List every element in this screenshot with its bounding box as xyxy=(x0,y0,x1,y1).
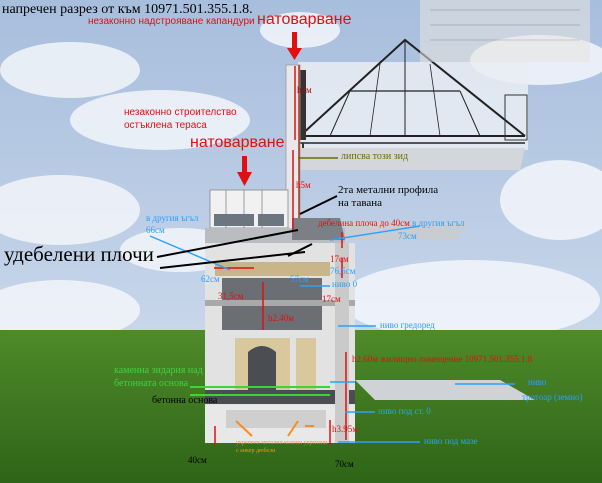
roof-blueprint-sketch xyxy=(298,38,528,160)
d17b-label: 17см xyxy=(322,294,341,304)
stone-masonry-text: каменна зидария над бетонната основа xyxy=(114,365,203,389)
d76-label: 76,5см xyxy=(330,266,356,276)
h240-label: h2.40м xyxy=(268,313,294,323)
upper-slab-right xyxy=(298,148,525,170)
d73-label: 73см xyxy=(398,231,417,241)
h2m-label: h2м xyxy=(297,85,312,95)
pointer-lines-black xyxy=(156,195,338,269)
level0-label: ниво 0 xyxy=(332,279,358,289)
d70-label: 70см xyxy=(335,459,354,469)
h5m-label: h5м xyxy=(296,180,311,190)
level-lines-blue xyxy=(149,225,515,443)
illegal-terrace-label: незаконно строителство остъклена тераса xyxy=(124,107,244,132)
blueprint-paper xyxy=(420,0,590,62)
level-sidewalk-a-label: ниво xyxy=(528,377,547,387)
level-ground-floor-label: ниво гредоред xyxy=(380,320,435,330)
thick-plates-label: удебелени плочи xyxy=(4,242,154,266)
level-under-mase-label: ниво под мазе xyxy=(424,436,478,446)
corner-left-text: в другия ъгъл 66см xyxy=(146,213,199,235)
illegal-terrace-text: незаконно строителство остъклена тераса xyxy=(124,107,237,131)
d31-label: 31,5см xyxy=(218,291,244,301)
level-under-st0-label: ниво под ст. 0 xyxy=(378,406,431,416)
dwelling-label: h2.60м жилищно помещение 10971.501.355.1… xyxy=(352,354,533,364)
page-title: напречен разрез от към 10971.501.355.1.8… xyxy=(2,2,253,17)
balcony-slab-right xyxy=(345,222,470,240)
corner-right-label: в другия ъгъл xyxy=(412,218,465,228)
building-section xyxy=(205,243,355,443)
glazed-terrace xyxy=(209,189,289,229)
steel-column-pointers xyxy=(235,420,314,437)
overload-mid-label: натоварване xyxy=(190,134,285,151)
sidewalk-slab xyxy=(355,380,535,400)
steel-cols-label: укрепени метални колони укрепени с анкер… xyxy=(236,440,328,456)
metal-profiles-label: 2та метални профила на тавана xyxy=(338,184,448,210)
masonry-lines-green xyxy=(190,386,330,396)
cantilever-slab-right xyxy=(292,218,345,240)
concrete-base-label: бетонна основа xyxy=(152,395,218,406)
illegal-roof-raise-label: незаконно надстрояване капандури xyxy=(88,16,255,27)
h395-label: h3.95м xyxy=(332,424,358,434)
d62-label: 62см xyxy=(201,274,220,284)
corner-left-label: в другия ъгъл 66см xyxy=(146,213,206,236)
steel-cols-text: укрепени метални колони укрепени с анкер… xyxy=(236,440,328,454)
dimension-lines-red xyxy=(214,66,347,445)
wall-missing-label: липсва този зид xyxy=(341,151,409,162)
d17a-label: 17см xyxy=(330,254,349,264)
slab-thickening-label: дебелина плоча до 40см xyxy=(318,218,410,228)
load-arrow-top xyxy=(287,32,302,60)
load-arrow-mid xyxy=(237,156,252,186)
d57-label: 57см xyxy=(290,274,309,284)
stone-masonry-label: каменна зидария над бетонната основа xyxy=(114,364,209,390)
level-sidewalk-b-label: тротоар (земно) xyxy=(522,392,583,402)
d40-label: 40см xyxy=(188,455,207,465)
metal-profiles-text: 2та метални профила на тавана xyxy=(338,184,439,210)
overload-top-label: натоварване xyxy=(257,11,352,28)
